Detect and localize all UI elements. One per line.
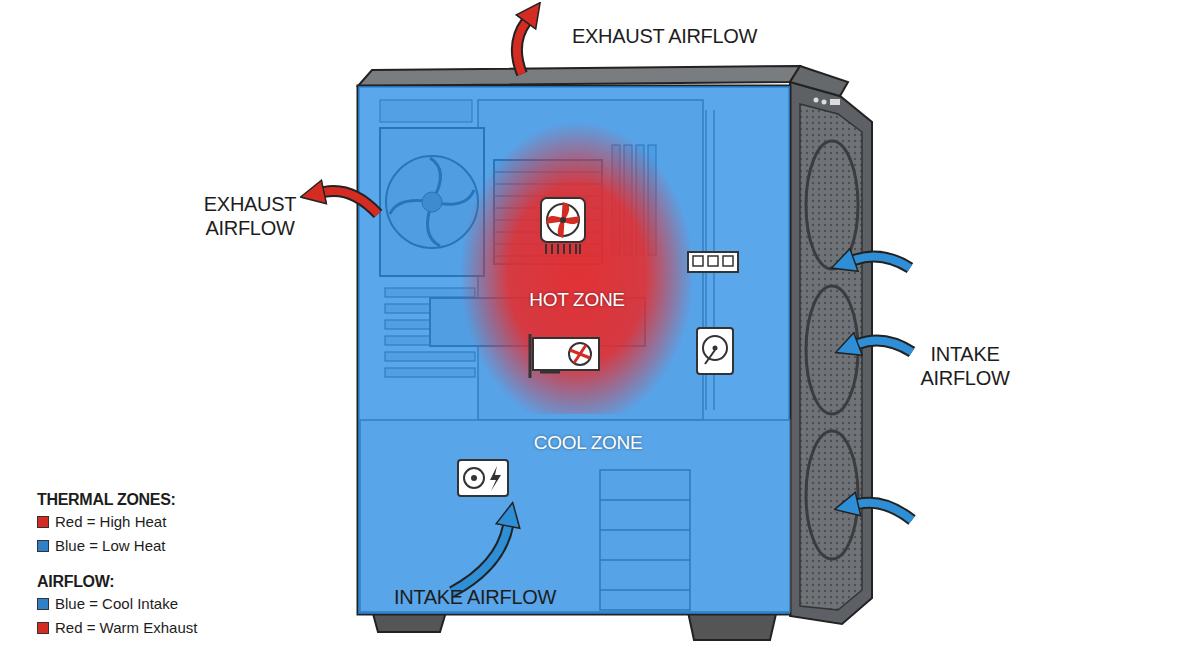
psu-icon (458, 460, 508, 496)
cool-zone: COOL ZONE HOT ZONE (358, 86, 790, 614)
case-foot (688, 612, 776, 640)
intake-arrow (858, 503, 912, 520)
legend-text: Red = High Heat (55, 513, 166, 530)
legend-text: Red = Warm Exhaust (55, 619, 197, 636)
front-mesh (800, 104, 862, 610)
front-button (814, 98, 819, 103)
legend-swatch (37, 598, 49, 610)
legend-text: Blue = Low Heat (55, 537, 166, 554)
side-glass-panel (358, 86, 790, 614)
intake-arrow (452, 526, 508, 592)
front-fan (806, 141, 858, 269)
legend-swatch (37, 622, 49, 634)
zone-label: COOL ZONE (518, 432, 658, 454)
top-panel (790, 66, 848, 96)
airflow-label: EXHAUST AIRFLOW (572, 24, 792, 48)
hdd-icon (697, 328, 733, 374)
front-fan (806, 286, 858, 414)
airflow-label: INTAKE AIRFLOW (912, 342, 1018, 390)
legend-row: Blue = Low Heat (37, 537, 166, 554)
gpu-icon (530, 334, 599, 378)
exhaust-arrow (517, 22, 526, 74)
legend-row: Blue = Cool Intake (37, 595, 178, 612)
airflow-label: INTAKE AIRFLOW (380, 585, 570, 609)
top-panel (358, 66, 800, 86)
front-port (830, 99, 840, 105)
cpu-cooler-icon (541, 198, 585, 254)
legend-heading: THERMAL ZONES: (37, 490, 257, 509)
legend-text: Blue = Cool Intake (55, 595, 178, 612)
intake-arrow (854, 256, 910, 268)
front-fan (806, 431, 858, 559)
legend-row: Red = Warm Exhaust (37, 619, 197, 636)
zone-label: HOT ZONE (507, 289, 647, 311)
intake-arrow (858, 340, 912, 352)
hot-zone: HOT ZONE (462, 124, 692, 414)
front-panel (790, 82, 872, 624)
front-button (822, 100, 827, 105)
legend-swatch (37, 540, 49, 552)
ram-icon (688, 252, 738, 272)
airflow-label: EXHAUST AIRFLOW (198, 192, 302, 240)
legend-row: Red = High Heat (37, 513, 166, 530)
legend-heading: AIRFLOW: (37, 572, 257, 591)
legend-swatch (37, 516, 49, 528)
exhaust-arrow (324, 191, 378, 214)
